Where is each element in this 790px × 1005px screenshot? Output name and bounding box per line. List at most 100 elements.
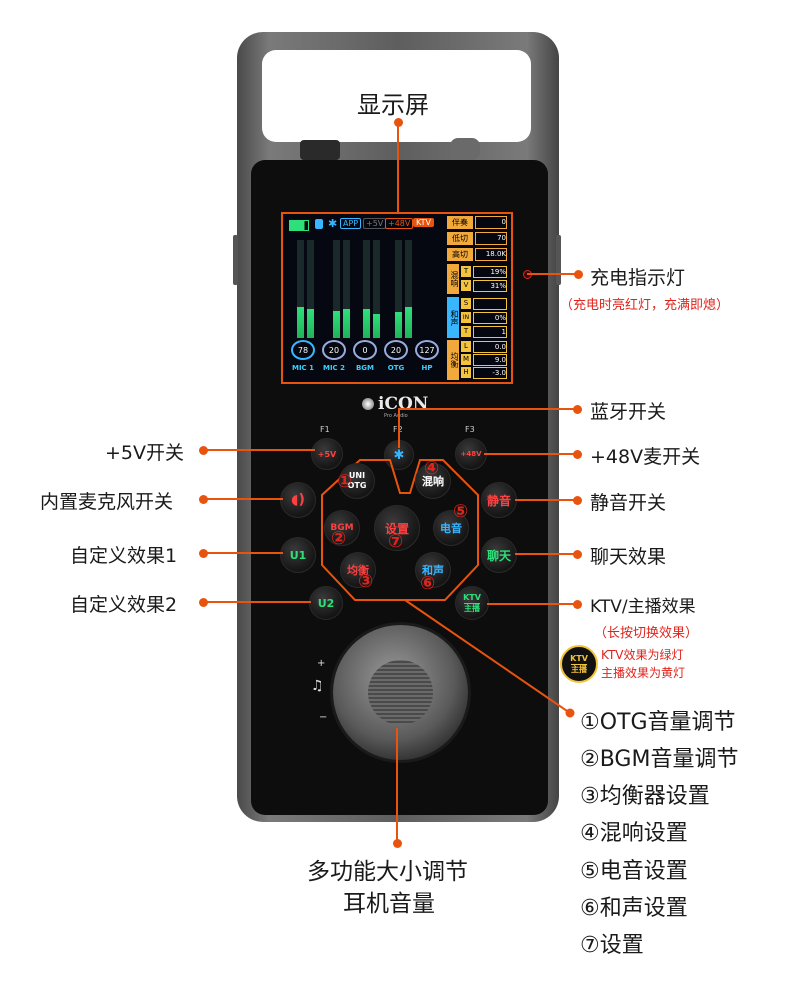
otg-label: OTG — [347, 481, 367, 490]
param-row-lowcut: 低切 70 — [447, 232, 507, 245]
uni-otg-button[interactable]: UNI OTG — [339, 463, 375, 499]
f3-label: F3 — [465, 425, 475, 434]
legend-item-5: ⑤电音设置 — [580, 859, 688, 884]
legend-item-7: ⑦设置 — [580, 933, 644, 958]
line-mute — [515, 499, 576, 501]
line-custom2 — [203, 601, 311, 603]
anchor-button-label: 主播 — [464, 602, 480, 613]
dot-charge — [573, 269, 583, 279]
uni-label: UNI — [348, 471, 366, 480]
line-bluetooth-v — [398, 408, 400, 448]
reverb-button-label: 混响 — [422, 475, 444, 488]
mute-button-label: 静音 — [486, 493, 511, 508]
highcut-value: 18.0K — [475, 248, 507, 261]
marker-4: ④ — [424, 458, 440, 479]
internal-mic-button[interactable]: ◖) — [280, 482, 316, 518]
eq-l-value: 0.0 — [473, 341, 507, 353]
harm-in-value: 0% — [473, 312, 507, 324]
f1-label: F1 — [320, 425, 330, 434]
level-meter-fill — [343, 308, 350, 338]
accomp-label: 伴奏 — [447, 216, 473, 229]
channel-knob: 20 — [322, 340, 346, 360]
u2-button[interactable]: U2 — [309, 586, 343, 620]
brand-logo-icon — [362, 398, 374, 410]
channel-label: MIC 2 — [322, 364, 345, 372]
plus48v-button-label: +48V — [460, 450, 482, 458]
top-jack-right — [450, 138, 480, 160]
reverb-t: T — [461, 266, 471, 277]
callout-plus48v: +48V麦开关 — [590, 446, 701, 468]
eq-button[interactable]: 均衡 — [340, 552, 376, 588]
mic-sound-icon: ◖) — [291, 492, 305, 508]
marker-3: ③ — [358, 571, 374, 592]
level-meter-fill — [373, 313, 380, 338]
harm-t: T — [461, 326, 471, 337]
dot-mute — [572, 495, 582, 505]
dot-chat — [572, 549, 582, 559]
line-bluetooth-h — [398, 408, 576, 410]
plus5v-button[interactable]: +5V — [311, 438, 343, 470]
callout-charge: 充电指示灯 — [590, 267, 686, 289]
line-charge — [527, 273, 577, 275]
param-row-highcut: 高切 18.0K — [447, 248, 507, 261]
legend-item-3: ③均衡器设置 — [580, 784, 710, 809]
level-meter — [395, 240, 402, 338]
callout-internal-mic: 内置麦克风开关 — [40, 491, 174, 513]
reverb-v: V — [461, 280, 471, 291]
marker-5: ⑤ — [453, 501, 469, 522]
electro-button[interactable]: 电音 — [433, 510, 469, 546]
mute-button[interactable]: 静音 — [481, 482, 517, 518]
dot-plus48v — [572, 449, 582, 459]
param-group-harmony: 和声 S IN 0% T 1 — [447, 297, 507, 338]
eq-h-value: -3.0 — [473, 367, 507, 379]
reverb-button[interactable]: 混响 — [415, 463, 451, 499]
level-meter — [373, 240, 380, 338]
lowcut-value: 70 — [475, 232, 507, 245]
anchor-badge-label: 主播 — [571, 663, 587, 674]
callout-chat: 聊天效果 — [590, 546, 667, 568]
callout-mute: 静音开关 — [590, 492, 667, 514]
bgm-button[interactable]: BGM — [324, 510, 360, 546]
level-meter — [307, 240, 314, 338]
reverb-t-value: 19% — [473, 266, 507, 278]
chat-button[interactable]: 聊天 — [481, 537, 517, 573]
eq-m-value: 9.0 — [473, 354, 507, 366]
settings-button[interactable]: 设置 — [374, 505, 420, 551]
marker-2: ② — [331, 528, 347, 549]
center-cluster-outline — [321, 459, 479, 601]
channel-knob-value: 127 — [419, 345, 435, 355]
line-knob — [396, 728, 398, 843]
chat-button-label: 聊天 — [486, 548, 511, 563]
lowcut-label: 低切 — [447, 232, 473, 245]
tag-48v: +48V — [385, 218, 414, 229]
callout-ktv-note: （长按切换效果） — [594, 626, 699, 641]
u1-button[interactable]: U1 — [280, 537, 316, 573]
harmony-label: 和声 — [447, 297, 459, 338]
param-group-reverb: 混响 T 19% V 31% — [447, 264, 507, 294]
param-row-accomp: 伴奏 0 — [447, 216, 507, 229]
param-group-eq: 均衡 L 0.0 M 9.0 H -3.0 — [447, 340, 507, 380]
bluetooth-button-icon: ✱ — [393, 447, 405, 463]
channel-label: HP — [421, 364, 433, 372]
reverb-v-value: 31% — [473, 280, 507, 292]
callout-ktv-yellow: 主播效果为黄灯 — [601, 666, 686, 680]
level-meter-fill — [307, 308, 314, 338]
dot-display — [393, 117, 403, 127]
plus-icon: + — [317, 658, 326, 669]
tag-app: APP — [340, 218, 362, 229]
callout-bluetooth: 蓝牙开关 — [590, 401, 667, 423]
eq-m: M — [461, 354, 471, 365]
harmony-button-label: 和声 — [422, 564, 444, 577]
ktv-button[interactable]: KTV 主播 — [455, 586, 489, 620]
channel-knob-value: 78 — [297, 345, 309, 355]
level-meter — [405, 240, 412, 338]
callout-ktv-green: KTV效果为绿灯 — [601, 648, 684, 662]
top-jack-left — [300, 140, 340, 160]
harmony-button[interactable]: 和声 — [415, 552, 451, 588]
f2-label: F2 — [393, 425, 403, 434]
dot-ktv — [572, 599, 582, 609]
callout-knob-line1: 多功能大小调节 — [307, 859, 468, 885]
ktv-badge-icon: KTV 主播 — [560, 645, 598, 683]
u1-button-label: U1 — [289, 548, 307, 562]
